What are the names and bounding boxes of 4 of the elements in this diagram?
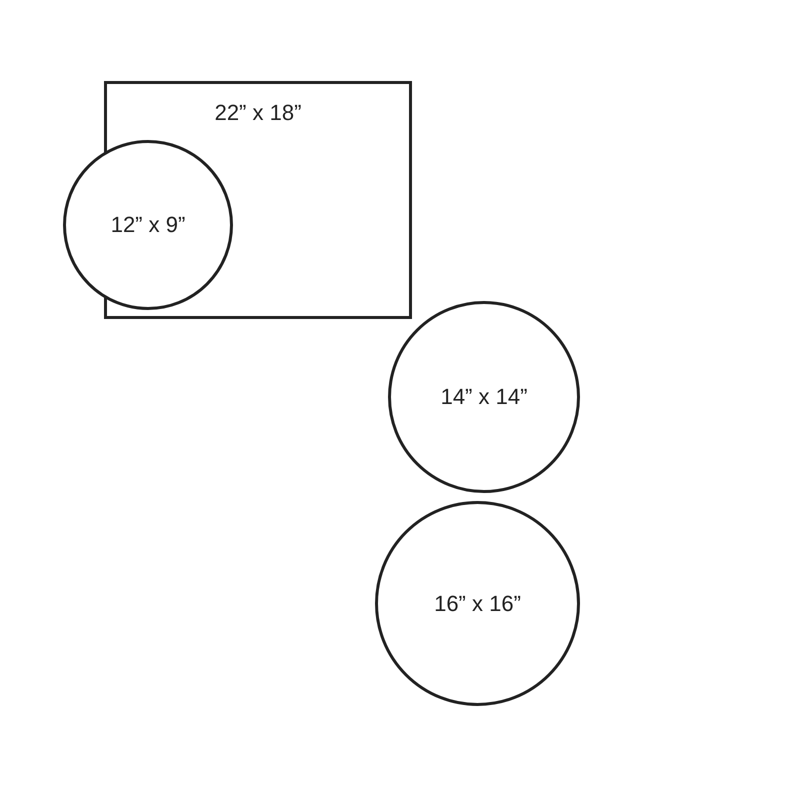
size-label: 12” x 9” [110, 212, 186, 238]
size-label: 22” x 18” [214, 100, 302, 126]
size-label: 14” x 14” [440, 384, 528, 410]
size-label: 16” x 16” [434, 590, 521, 616]
